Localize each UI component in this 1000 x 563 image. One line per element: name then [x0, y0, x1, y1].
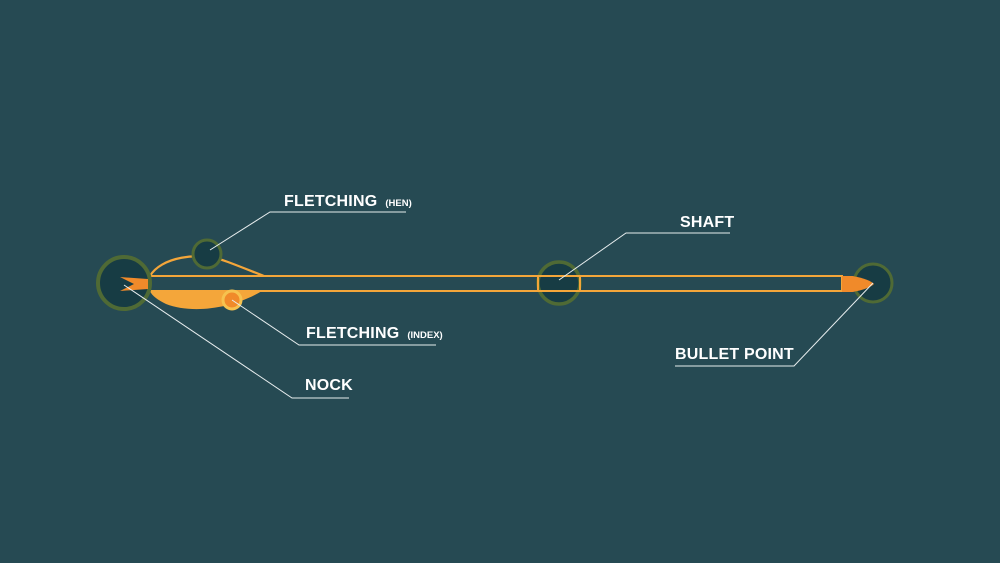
label-nock: NOCK	[305, 377, 353, 394]
label-fletching-index-main: FLETCHING	[306, 325, 399, 342]
label-fletching-hen-sub: (HEN)	[385, 198, 411, 209]
label-shaft: SHAFT	[680, 214, 734, 231]
label-fletching-index: FLETCHING (INDEX)	[306, 325, 443, 342]
callout-marker-icon-fletching-hen	[191, 238, 223, 270]
label-fletching-hen: FLETCHING (HEN)	[284, 193, 412, 210]
leader-line-bullet-point	[675, 282, 874, 367]
callout-marker-icon-shaft	[536, 260, 582, 306]
label-fletching-hen-main: FLETCHING	[284, 193, 377, 210]
leader-line-fletching-index	[231, 299, 436, 346]
shaft-outline	[146, 275, 843, 292]
callout-marker-icon-nock	[96, 255, 152, 311]
fletching-index-vane	[150, 291, 262, 310]
fletching-hen-vane	[149, 255, 265, 278]
labels: FLETCHING (HEN) SHAFT FLETCHING (INDEX) NO…	[284, 193, 794, 394]
label-bullet-point: BULLET POINT	[675, 346, 794, 363]
leader-line-fletching-hen	[209, 211, 406, 251]
leader-line-nock	[123, 284, 349, 399]
leader-line-shaft	[558, 232, 730, 281]
shaft-segment-overlay	[537, 275, 581, 292]
leader-lines	[123, 211, 874, 399]
label-fletching-index-sub: (INDEX)	[407, 330, 442, 341]
bullet-tip-overlay	[852, 276, 874, 292]
